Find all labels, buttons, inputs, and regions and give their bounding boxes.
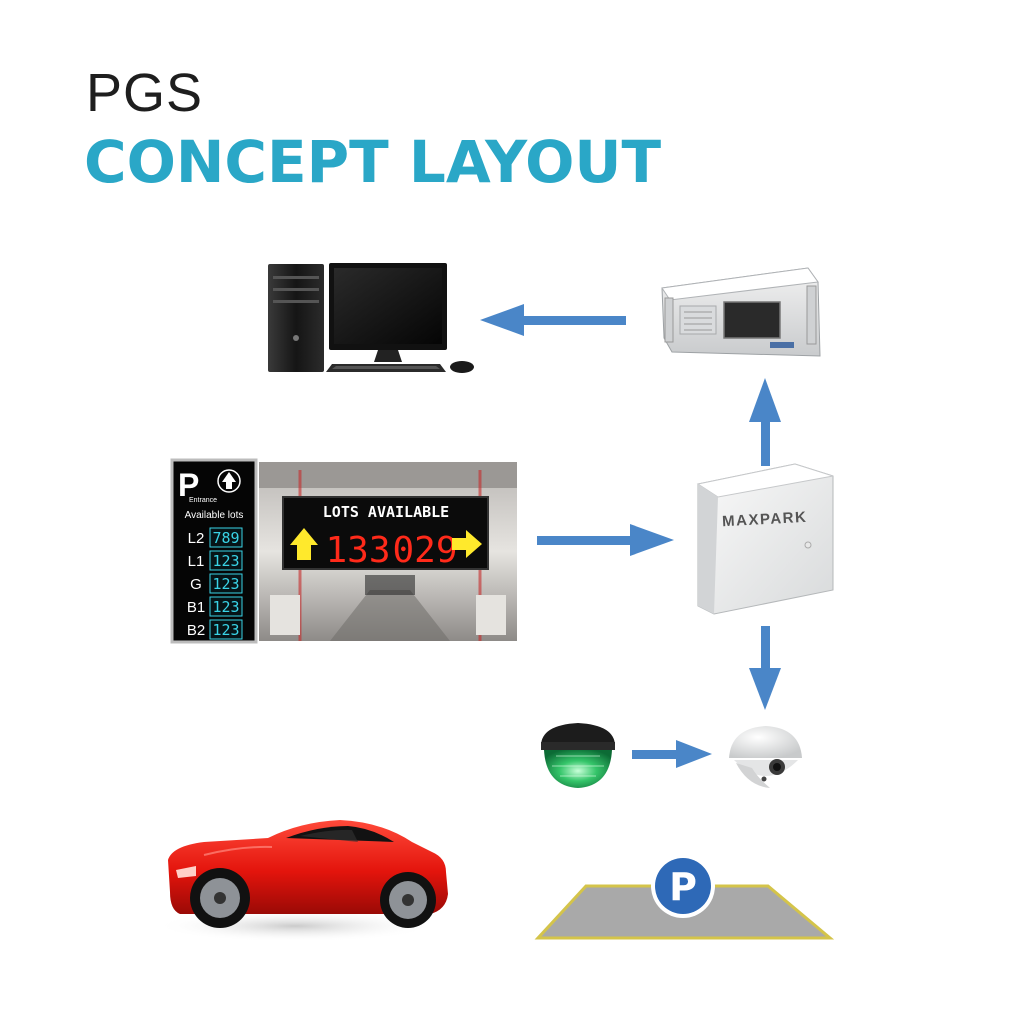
arrow-rack-to-pc — [480, 304, 626, 336]
title-concept-layout: CONCEPT LAYOUT — [84, 128, 662, 196]
arrow-light-to-sensor — [632, 740, 712, 768]
sign-count-box — [209, 550, 243, 571]
sign-p-letter: P — [178, 467, 199, 503]
left-arrow-indicator-icon — [290, 528, 318, 560]
sign-count-box — [209, 596, 243, 617]
sign-level-label: B1 — [187, 599, 205, 616]
led-count-left: 133 — [325, 530, 390, 571]
sign-level-count: 123 — [212, 575, 239, 593]
dome-sensor-icon — [729, 726, 802, 788]
garage-led-board-photo: LOTS AVAILABLE 133 029 — [259, 462, 517, 641]
sign-level-label: G — [190, 576, 202, 593]
parking-bay-icon: P — [534, 854, 835, 940]
sign-level-count: 123 — [212, 552, 239, 570]
pc-workstation-icon — [268, 263, 474, 373]
sign-count-box — [209, 619, 243, 640]
green-indicator-light-icon — [541, 723, 615, 788]
arrow-board-to-controller — [537, 524, 674, 556]
red-car-icon — [155, 820, 448, 942]
right-arrow-indicator-icon — [452, 530, 482, 558]
title-pgs: PGS — [86, 63, 204, 123]
sign-level-label: L1 — [188, 553, 205, 570]
direction-arrow-icon — [217, 469, 241, 493]
sign-level-label: B2 — [187, 622, 205, 639]
sign-level-label: L2 — [188, 530, 205, 547]
sign-count-box — [209, 573, 243, 594]
controller-brand-label: MAXPARK — [722, 509, 808, 530]
controller-box-icon: MAXPARK — [696, 463, 834, 615]
sign-caption: Available lots — [185, 510, 244, 521]
sign-count-box — [209, 527, 243, 548]
sign-level-count: 123 — [212, 598, 239, 616]
arrow-controller-to-sensor — [749, 626, 781, 710]
sign-level-count: 123 — [212, 621, 239, 639]
parking-p-letter: P — [669, 865, 697, 909]
led-count-right: 029 — [392, 530, 457, 571]
rack-server-icon — [661, 267, 821, 357]
arrow-controller-to-rack — [749, 378, 781, 466]
sign-level-count: 789 — [212, 529, 239, 547]
sign-entrance-label: Entrance — [189, 497, 217, 504]
led-caption: LOTS AVAILABLE — [323, 503, 449, 521]
